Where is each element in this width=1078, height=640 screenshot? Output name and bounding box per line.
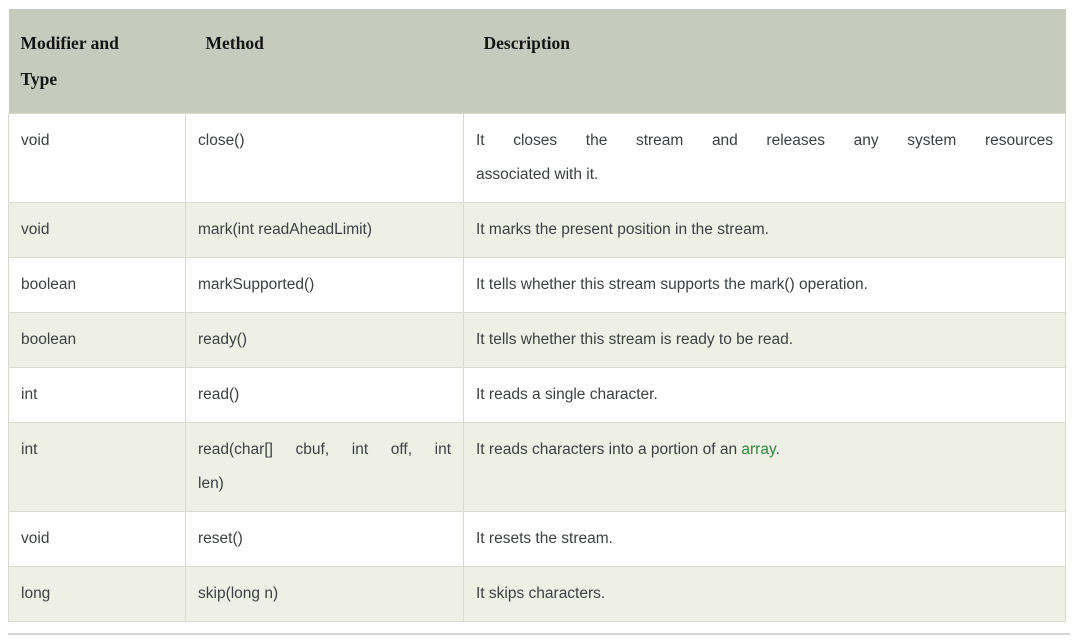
text-segment: associated with it. — [476, 166, 599, 183]
method-cell: mark(int readAheadLimit) — [185, 202, 464, 258]
modifier-cell: void — [8, 113, 186, 203]
table-row: int read(char[] cbuf, int off, int len) I… — [8, 422, 1066, 512]
modifier-cell: boolean — [8, 257, 186, 313]
text-line: skip(long n) — [198, 577, 451, 611]
modifier-cell: void — [8, 511, 186, 567]
table-row: void mark(int readAheadLimit) It marks t… — [8, 202, 1066, 258]
text-segment: It tells whether this stream supports th… — [476, 276, 868, 293]
text-segment: len) — [198, 475, 224, 492]
description-cell: It tells whether this stream supports th… — [463, 257, 1066, 313]
text-segment: It tells whether this stream is ready to… — [476, 331, 794, 348]
text-segment: . — [775, 441, 780, 458]
method-cell: markSupported() — [185, 257, 464, 313]
col-header-description: Description — [463, 9, 1066, 114]
methods-table: Modifier and Type Method Description voi… — [8, 9, 1066, 622]
text-line: It tells whether this stream supports th… — [476, 268, 1053, 302]
method-cell: reset() — [185, 511, 464, 567]
description-cell: It reads a single character. — [463, 367, 1066, 423]
text-segment: It marks the present position in the str… — [476, 221, 769, 238]
text-segment: It reads a single character. — [476, 386, 658, 403]
text-segment: ready() — [198, 331, 248, 348]
text-line: read(char[] cbuf, int off, int — [198, 433, 451, 467]
text-segment: It resets the stream. — [476, 530, 613, 547]
text-line: It tells whether this stream is ready to… — [476, 323, 1053, 357]
modifier-cell: boolean — [8, 312, 186, 368]
text-segment: It closes the stream and releases any sy… — [476, 132, 1053, 149]
col-header-modifier-and-type: Modifier and Type — [8, 9, 186, 114]
description-cell: It reads characters into a portion of an… — [463, 422, 1066, 512]
method-cell: skip(long n) — [185, 566, 464, 622]
table-row: boolean ready() It tells whether this st… — [8, 312, 1066, 368]
text-line: It reads a single character. — [476, 378, 1053, 412]
table-body: void close() It closes the stream and re… — [8, 113, 1066, 622]
text-line: It skips characters. — [476, 577, 1053, 611]
modifier-cell: long — [8, 566, 186, 622]
description-cell: It skips characters. — [463, 566, 1066, 622]
text-segment: close() — [198, 132, 245, 149]
text-line: It reads characters into a portion of an… — [476, 433, 1053, 467]
text-line: len) — [198, 467, 451, 501]
text-line: mark(int readAheadLimit) — [198, 213, 451, 247]
text-segment: mark(int readAheadLimit) — [198, 221, 373, 238]
text-segment: reset() — [198, 530, 243, 547]
table-row: int read() It reads a single character. — [8, 367, 1066, 423]
method-cell: ready() — [185, 312, 464, 368]
text-line: read() — [198, 378, 451, 412]
text-segment: markSupported() — [198, 276, 315, 293]
text-line: close() — [198, 124, 451, 158]
text-line: It closes the stream and releases any sy… — [476, 124, 1053, 158]
header-row: Modifier and Type Method Description — [8, 9, 1066, 114]
modifier-cell: int — [8, 367, 186, 423]
table-row: void close() It closes the stream and re… — [8, 113, 1066, 203]
text-line: It resets the stream. — [476, 522, 1053, 556]
table-row: void reset() It resets the stream. — [8, 511, 1066, 567]
table-row: boolean markSupported() It tells whether… — [8, 257, 1066, 313]
method-cell: read(char[] cbuf, int off, int len) — [185, 422, 464, 512]
method-cell: close() — [185, 113, 464, 203]
text-line: reset() — [198, 522, 451, 556]
table-header: Modifier and Type Method Description — [8, 9, 1066, 114]
text-segment: read() — [198, 386, 240, 403]
text-segment: skip(long n) — [198, 585, 279, 602]
text-segment: It skips characters. — [476, 585, 606, 602]
description-cell: It closes the stream and releases any sy… — [463, 113, 1066, 203]
modifier-cell: int — [8, 422, 186, 512]
method-cell: read() — [185, 367, 464, 423]
description-cell: It resets the stream. — [463, 511, 1066, 567]
description-cell: It tells whether this stream is ready to… — [463, 312, 1066, 368]
text-segment: It reads characters into a portion of an — [476, 441, 742, 458]
modifier-cell: void — [8, 202, 186, 258]
description-cell: It marks the present position in the str… — [463, 202, 1066, 258]
text-line: associated with it. — [476, 158, 1053, 192]
text-line: ready() — [198, 323, 451, 357]
array-link[interactable]: array — [741, 441, 776, 458]
col-header-method: Method — [185, 9, 464, 114]
text-segment: read(char[] cbuf, int off, int — [198, 441, 451, 458]
horizontal-divider — [8, 633, 1070, 635]
text-line: It marks the present position in the str… — [476, 213, 1053, 247]
text-line: markSupported() — [198, 268, 451, 302]
table-row: long skip(long n) It skips characters. — [8, 566, 1066, 622]
